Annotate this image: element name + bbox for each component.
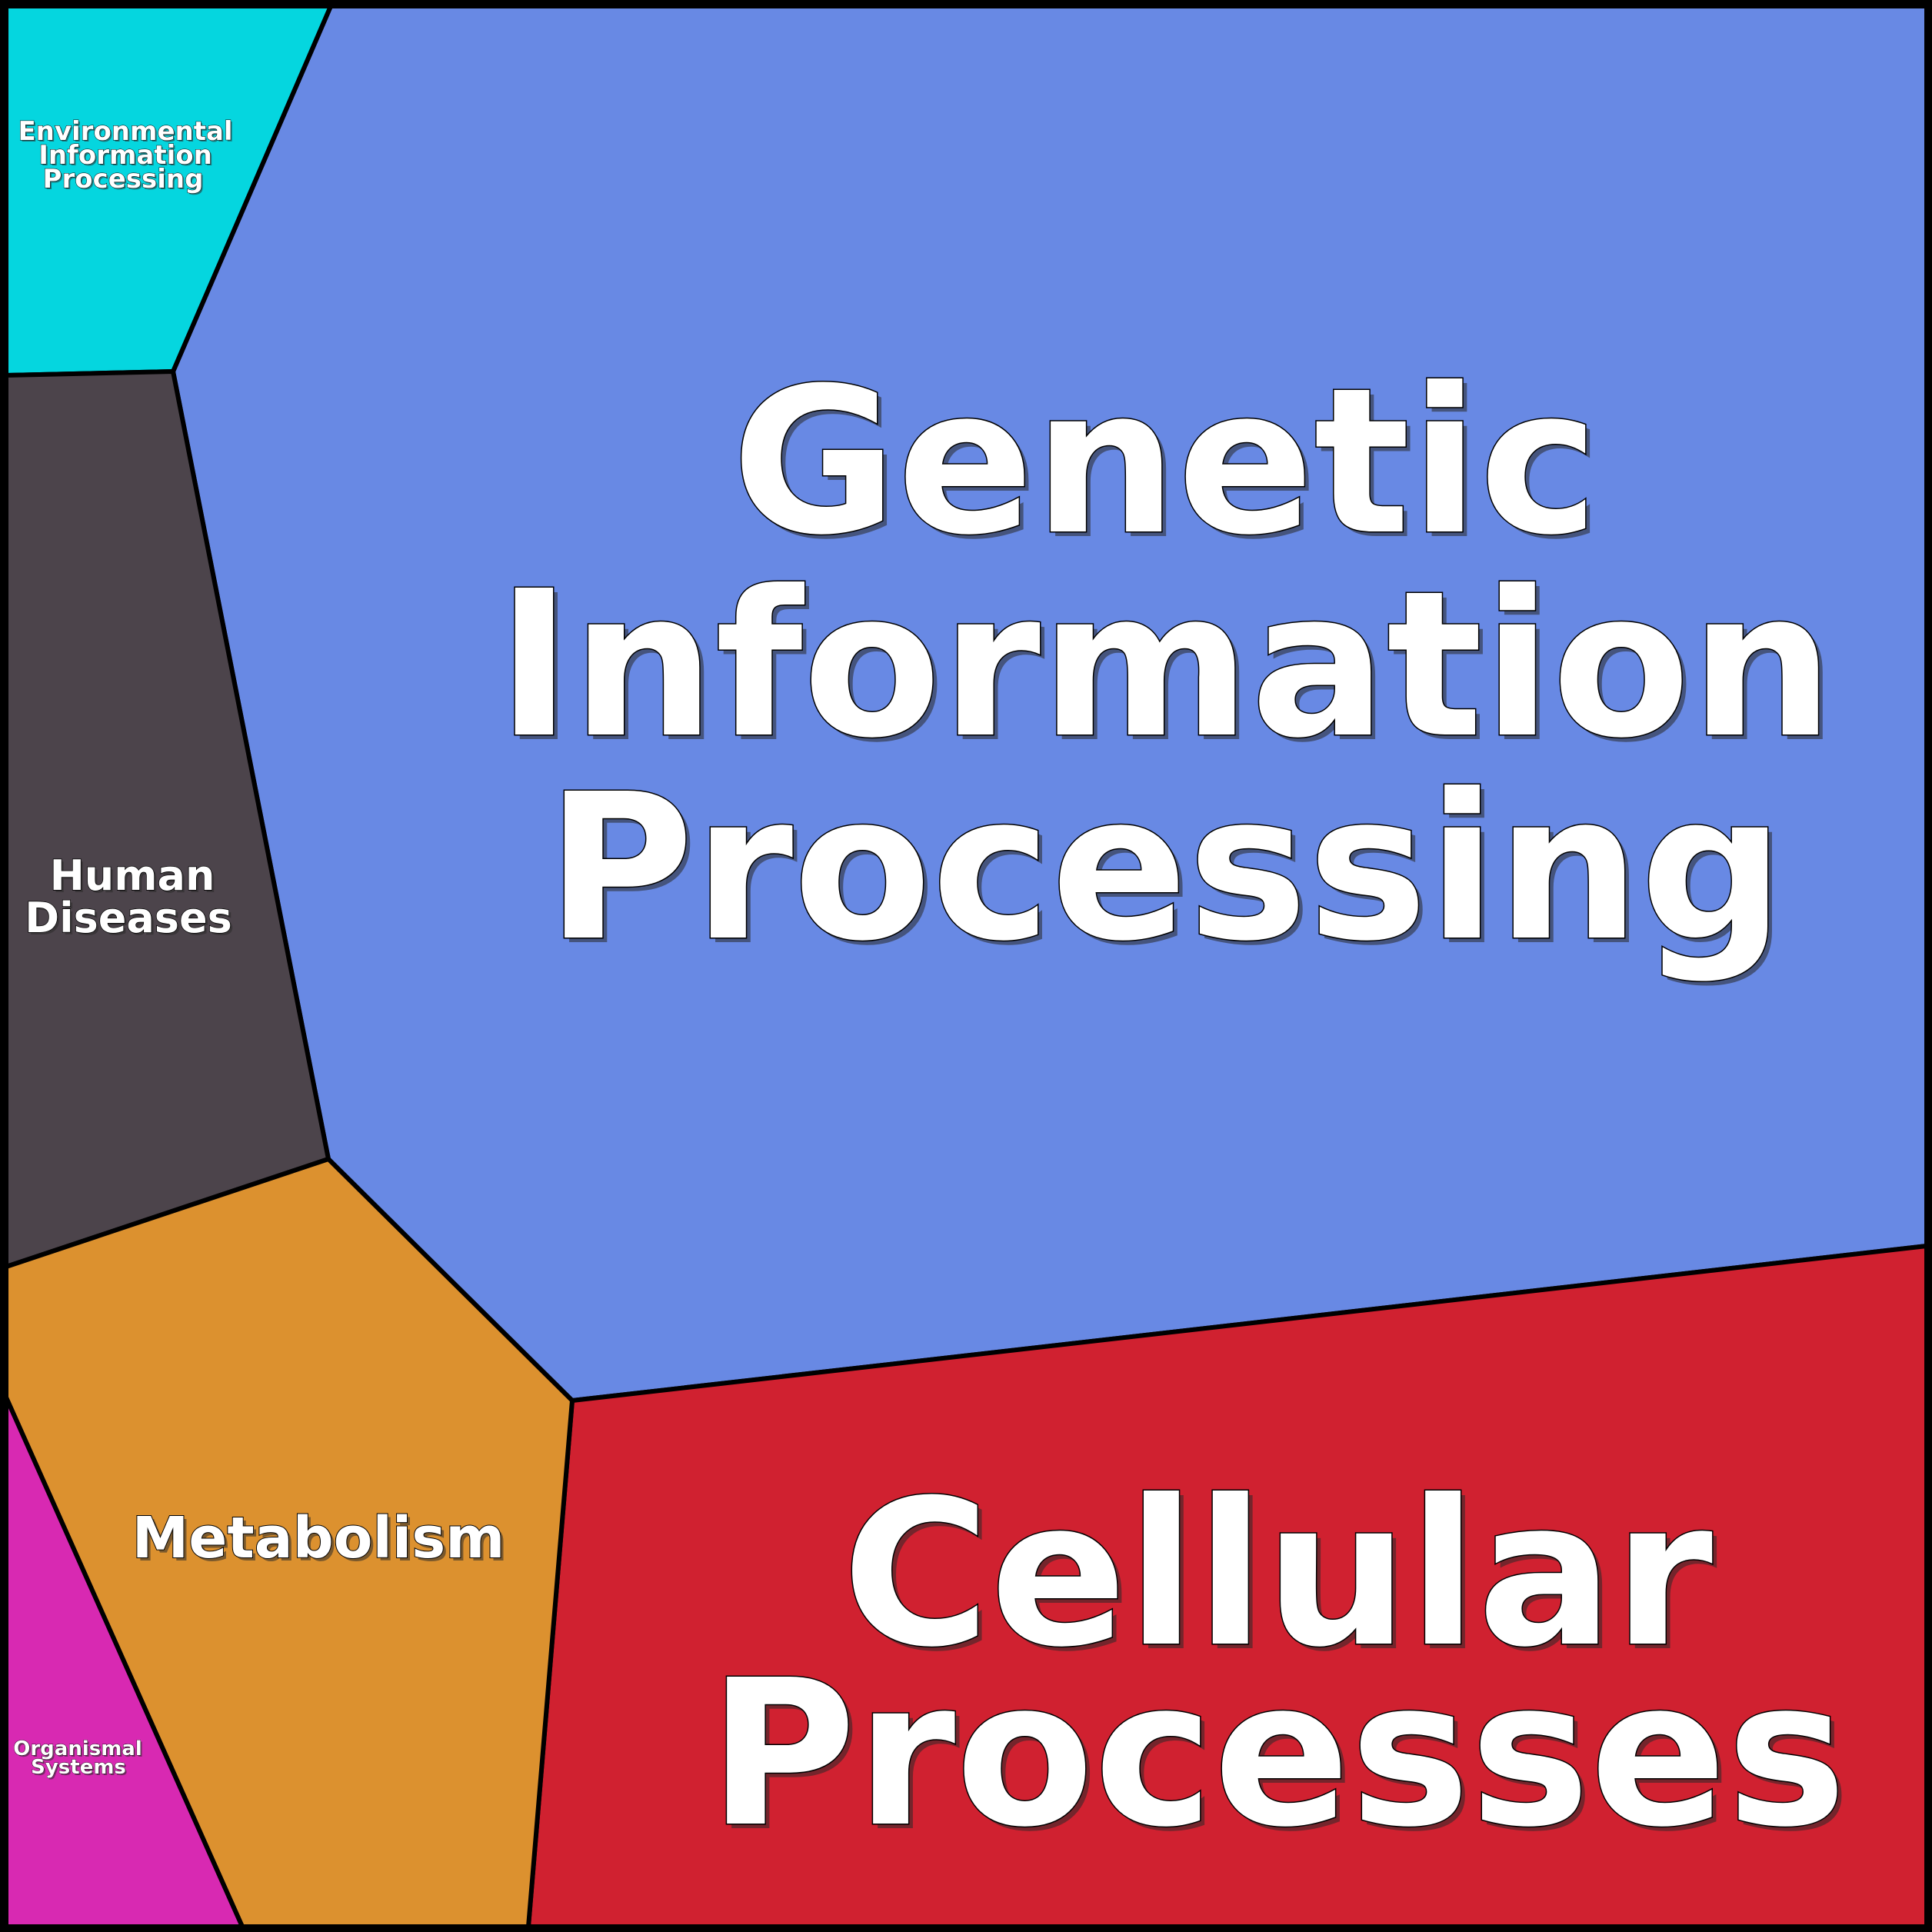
- label-line-shadow: Genetic: [736, 349, 1603, 584]
- label-line: Cellular: [842, 1457, 1714, 1691]
- label-human-diseases: Human Diseases Human Diseases: [25, 851, 235, 944]
- label-line-shadow: Environmental: [19, 118, 234, 148]
- label-environmental-information-processing: Environmental Information Processing Env…: [18, 116, 235, 197]
- label-line-shadow: Information: [501, 552, 1839, 787]
- label-line-shadow: Processes: [713, 1641, 1851, 1876]
- label-line: Processing: [43, 164, 204, 195]
- label-line: Organismal: [13, 1737, 142, 1760]
- label-line-shadow: Systems: [32, 1757, 128, 1780]
- label-line: Processing: [546, 751, 1784, 985]
- label-line-shadow: Metabolism: [135, 1508, 508, 1574]
- label-line: Metabolism: [132, 1505, 505, 1571]
- label-genetic-information-processing: Genetic Information Processing Genetic I…: [495, 344, 1839, 991]
- label-line-shadow: Organismal: [15, 1739, 144, 1762]
- label-line: Processes: [708, 1637, 1847, 1871]
- label-line-shadow: Cellular: [847, 1461, 1719, 1696]
- label-line: Human: [50, 851, 215, 900]
- label-metabolism: Metabolism Metabolism: [132, 1504, 508, 1574]
- label-line: Information: [497, 548, 1834, 782]
- label-line: Environmental: [18, 116, 232, 147]
- label-organismal-systems: Organismal Systems Organismal Systems: [13, 1737, 144, 1780]
- label-line: Information: [38, 140, 212, 171]
- label-line: Systems: [31, 1756, 126, 1779]
- label-line: Genetic: [731, 345, 1598, 579]
- label-cellular-processes: Cellular Processes Cellular Processes: [708, 1456, 1851, 1877]
- label-line-shadow: Human: [52, 854, 218, 902]
- label-line-shadow: Information: [40, 142, 214, 172]
- label-line-shadow: Diseases: [27, 896, 234, 944]
- label-line-shadow: Processing: [551, 755, 1789, 990]
- label-line-shadow: Processing: [45, 165, 205, 196]
- label-line: Diseases: [25, 894, 232, 942]
